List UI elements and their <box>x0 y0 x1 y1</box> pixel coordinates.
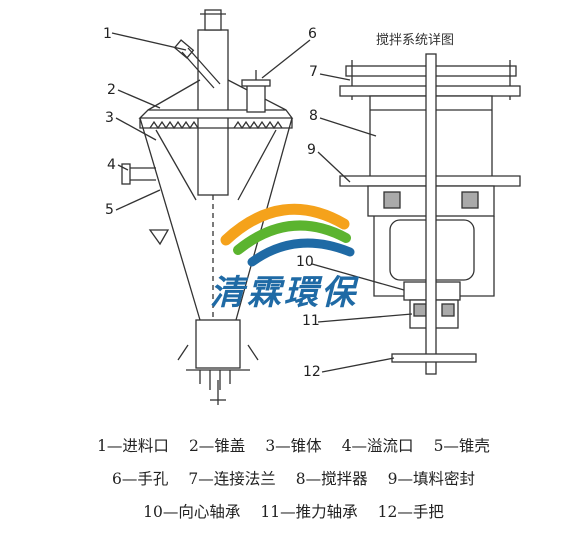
callout-7: 7 <box>309 64 318 80</box>
legend-item: 4—溢流口 <box>341 437 414 455</box>
watermark-text: 清霖環保 <box>210 273 360 313</box>
legend-item: 10—向心轴承 <box>143 503 241 521</box>
legend-item: 7—连接法兰 <box>188 470 276 488</box>
legend-item: 8—搅拌器 <box>295 470 368 488</box>
callout-2: 2 <box>107 82 116 98</box>
legend-item: 9—填料密封 <box>387 470 475 488</box>
legend-row-2: 6—手孔 7—连接法兰 8—搅拌器 9—填料密封 <box>0 463 587 496</box>
legend-item: 1—进料口 <box>97 437 169 455</box>
callout-3: 3 <box>105 110 114 126</box>
legend-item: 3—锥体 <box>265 437 322 455</box>
legend-item: 6—手孔 <box>112 470 169 488</box>
callout-8: 8 <box>309 108 318 124</box>
detail-title: 搅拌系统详图 <box>376 32 454 48</box>
legend-row-3: 10—向心轴承 11—推力轴承 12—手把 <box>0 496 587 529</box>
callout-6: 6 <box>308 26 317 42</box>
callout-10: 10 <box>296 254 314 270</box>
legend-row-1: 1—进料口 2—锥盖 3—锥体 4—溢流口 5—锥壳 <box>0 430 587 463</box>
callout-4: 4 <box>107 157 116 173</box>
callout-9: 9 <box>307 142 316 158</box>
watermark-logo: 清霖環保 <box>210 203 360 313</box>
equipment-diagram: 1 2 3 4 5 6 7 8 9 10 11 12 搅拌系统详图 清霖環保 <box>103 9 521 405</box>
legend-item: 2—锥盖 <box>188 437 246 455</box>
legend-item: 12—手把 <box>377 503 444 521</box>
callout-1: 1 <box>103 26 112 42</box>
callout-5: 5 <box>105 202 114 218</box>
legend: 1—进料口 2—锥盖 3—锥体 4—溢流口 5—锥壳 6—手孔 7—连接法兰 8… <box>0 430 587 529</box>
legend-item: 11—推力轴承 <box>260 503 358 521</box>
legend-item: 5—锥壳 <box>433 437 490 455</box>
callout-12: 12 <box>303 364 321 380</box>
callout-11: 11 <box>302 313 320 329</box>
